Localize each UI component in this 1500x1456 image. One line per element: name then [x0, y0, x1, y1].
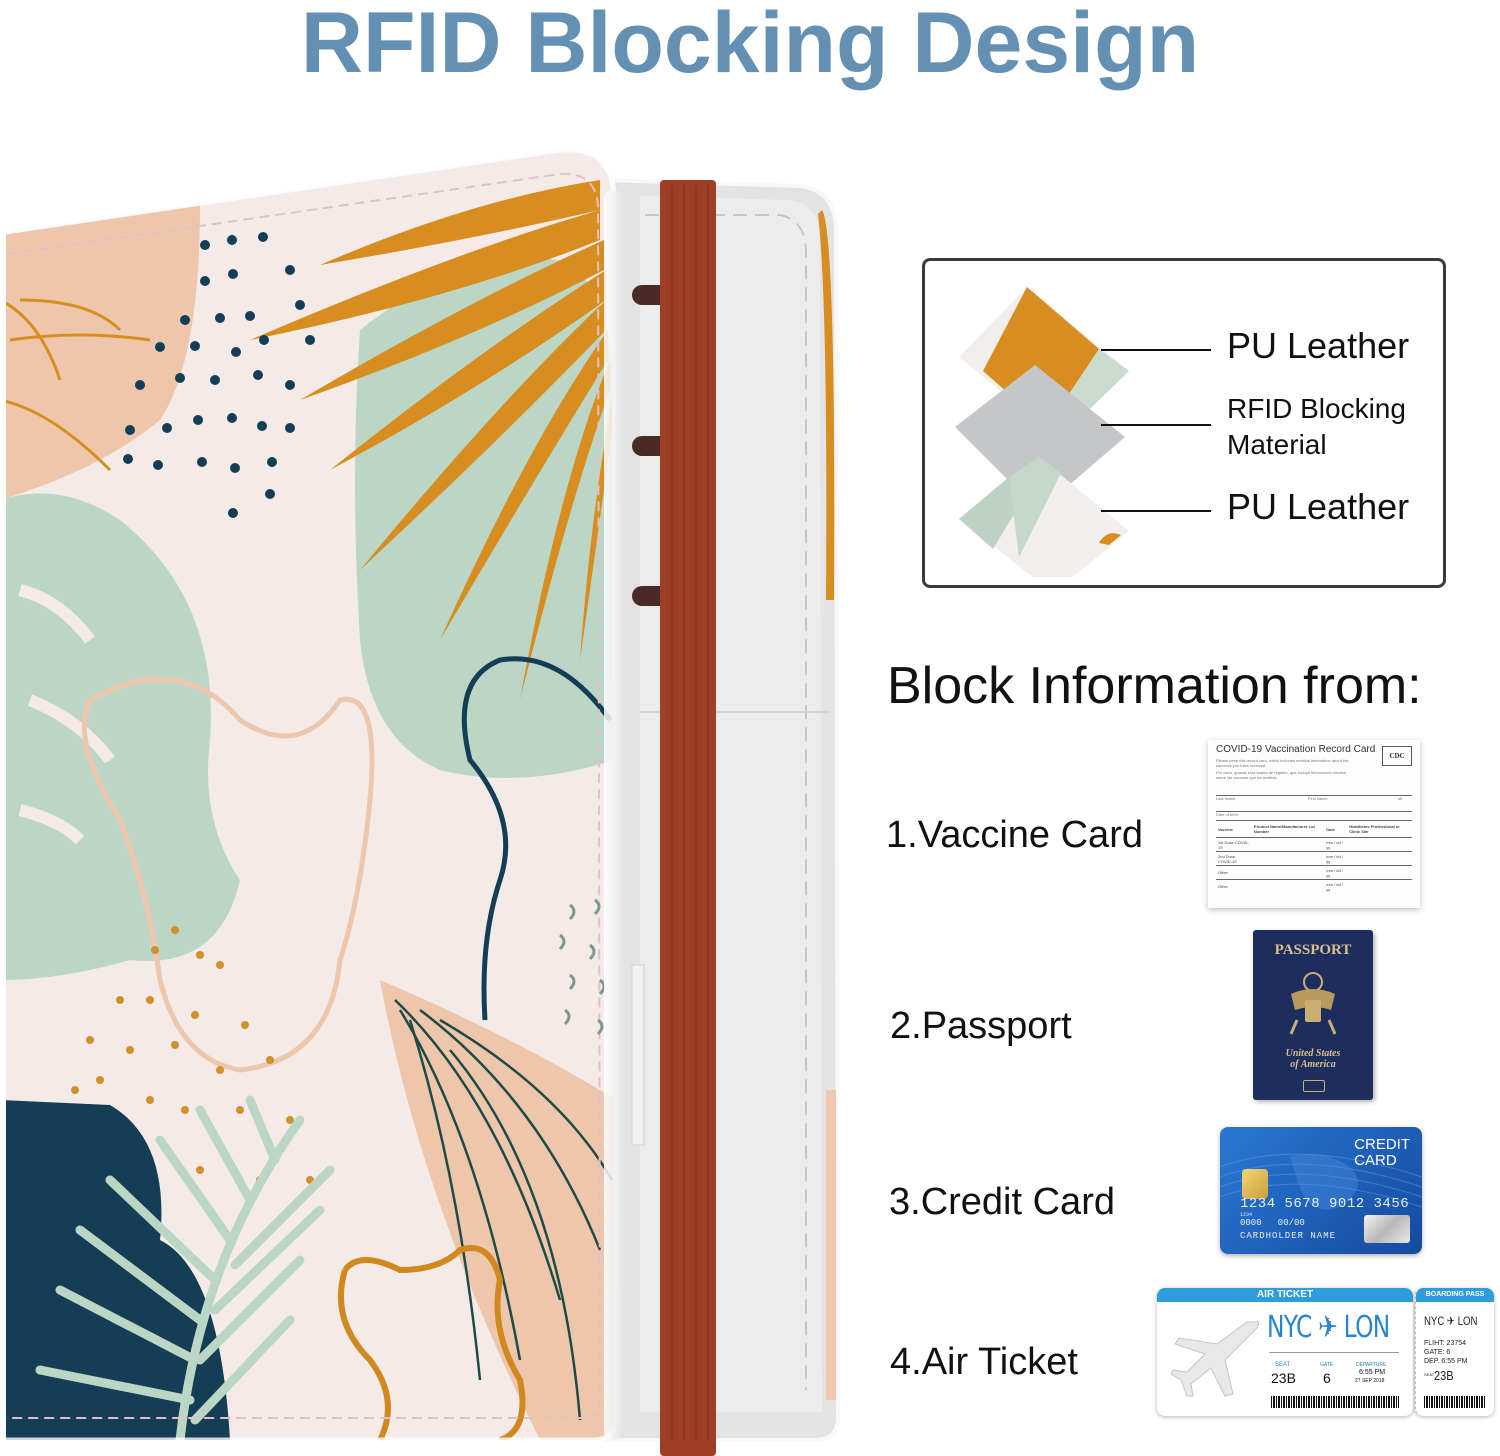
inner-panel	[598, 177, 841, 1442]
column-header: Vaccine	[1216, 820, 1252, 838]
gate-value: 6	[1323, 1370, 1331, 1386]
vaccine-card-title: COVID-19 Vaccination Record Card	[1216, 744, 1376, 755]
vaccine-table: Vaccine Product Name/Manufacturer Lot Nu…	[1216, 820, 1412, 893]
stub-gate: GATE: 6	[1424, 1349, 1451, 1356]
stub-route: NYC ✈ LON	[1424, 1314, 1478, 1328]
hologram-icon	[1364, 1215, 1410, 1243]
item-label-credit-card: 3.Credit Card	[889, 1181, 1115, 1223]
passport-country-line2: of America	[1290, 1059, 1336, 1070]
credit-card-image: CREDIT CARD 1234 5678 9012 3456 1234 000…	[1220, 1127, 1422, 1254]
air-ticket-main: AIR TICKET NYC ✈ LON SEAT 23B GATE 6 DEP…	[1157, 1288, 1413, 1416]
field-last-name: Last Name	[1216, 796, 1236, 801]
ticket-route: NYC ✈ LON	[1267, 1310, 1390, 1345]
eagle-seal-icon	[1289, 972, 1337, 1035]
field-dob: Date of birth	[1216, 812, 1238, 817]
credit-card-holder: CARDHOLDER NAME	[1240, 1231, 1337, 1241]
barcode-icon	[1424, 1396, 1486, 1408]
stub-flight: FLIHT: 23754	[1424, 1340, 1467, 1347]
passport-title: PASSPORT	[1274, 942, 1352, 958]
field-mi: MI	[1398, 796, 1403, 801]
chip-icon	[1242, 1169, 1268, 1199]
departure-date: 27 SEP 2018	[1355, 1378, 1385, 1384]
air-ticket-image: AIR TICKET NYC ✈ LON SEAT 23B GATE 6 DEP…	[1157, 1288, 1494, 1418]
field-first-name: First Name	[1308, 796, 1328, 801]
credit-card-number: 1234 5678 9012 3456	[1240, 1196, 1410, 1212]
page-title: RFID Blocking Design	[300, 0, 1200, 91]
cdc-logo-icon: CDC	[1382, 746, 1412, 766]
departure-time: 6:55 PM	[1359, 1369, 1386, 1376]
credit-card-brand-line1: CREDIT	[1354, 1136, 1410, 1153]
block-info-heading: Block Information from:	[887, 657, 1422, 715]
stub-departure: DEP. 6:55 PM	[1424, 1358, 1468, 1365]
layers-diagram: PU Leather RFID Blocking Material PU Lea…	[922, 258, 1446, 588]
air-ticket-header: AIR TICKET	[1157, 1288, 1413, 1302]
seat-value: 23B	[1271, 1370, 1296, 1386]
credit-card-brand-line2: CARD	[1354, 1152, 1397, 1169]
boarding-pass-header: BOARDING PASS	[1416, 1288, 1494, 1302]
leader-line	[1101, 349, 1211, 351]
layer-label-top: PU Leather	[1227, 325, 1410, 366]
departure-label: DEPARTURE	[1356, 1362, 1387, 1368]
layer-label-bottom: PU Leather	[1227, 486, 1410, 527]
item-label-vaccine-card: 1.Vaccine Card	[886, 814, 1143, 856]
airplane-icon	[1171, 1321, 1260, 1397]
passport-image: PASSPORT United States of America	[1253, 930, 1373, 1100]
world-map-pattern	[1220, 1153, 1422, 1210]
layer-label-middle-line2: Material	[1227, 429, 1327, 460]
gate-label: GATE	[1320, 1362, 1334, 1368]
passport-country-line1: United States	[1285, 1048, 1341, 1059]
credit-card-small-number: 1234	[1240, 1212, 1253, 1218]
biometric-chip-icon	[1303, 1080, 1325, 1092]
item-label-air-ticket: 4.Air Ticket	[890, 1341, 1078, 1383]
item-label-passport: 2.Passport	[890, 1005, 1072, 1047]
elastic-band	[660, 180, 716, 1456]
front-cover	[6, 149, 616, 1440]
stub-seat-label: SEAT	[1424, 1372, 1435, 1377]
boarding-pass-stub: BOARDING PASS NYC ✈ LON FLIHT: 23754 GAT…	[1415, 1288, 1494, 1416]
column-header: Healthcare Professional or Clinic Site	[1347, 820, 1412, 838]
layer-stack-icon	[955, 287, 1129, 577]
column-header: Date	[1324, 820, 1348, 838]
layer-label-middle-line1: RFID Blocking	[1227, 393, 1406, 424]
vaccine-card-fine-print-es: Por favor, guarde esta tarjeta de regist…	[1216, 770, 1346, 780]
barcode-icon	[1271, 1396, 1399, 1408]
column-header: Product Name/Manufacturer Lot Number	[1251, 820, 1325, 838]
stub-seat: 23B	[1434, 1368, 1454, 1383]
leader-line	[1101, 424, 1211, 426]
vaccine-card-image: COVID-19 Vaccination Record Card CDC Ple…	[1208, 740, 1420, 908]
credit-card-expiry: 0000 00/00	[1240, 1218, 1305, 1228]
seat-label: SEAT	[1275, 1362, 1291, 1368]
vaccine-card-fine-print: Please keep this record card, which incl…	[1216, 758, 1349, 768]
leader-line	[1101, 510, 1211, 512]
rfid-blocking-layer	[955, 365, 1125, 511]
passport-holder-image	[5, 147, 841, 1456]
